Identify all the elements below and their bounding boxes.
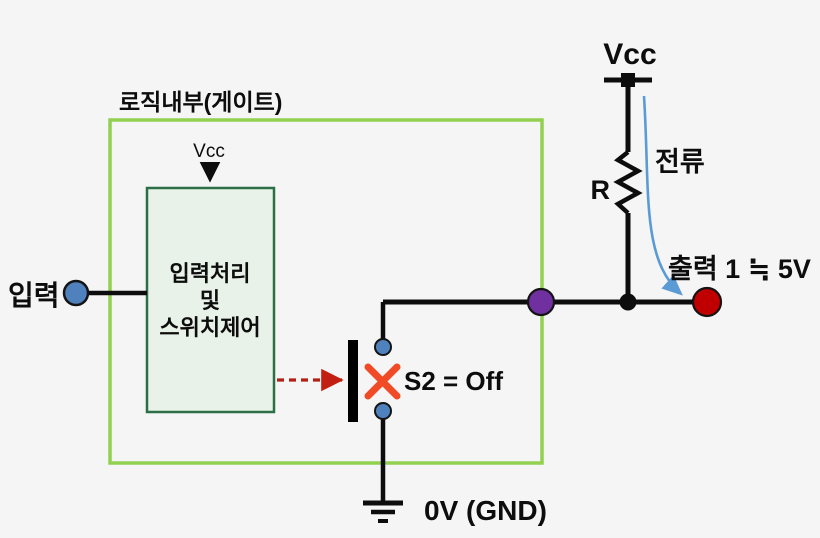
resistor-label: R <box>591 175 611 205</box>
switch-contact-top <box>374 338 392 356</box>
input-label: 입력 <box>8 280 60 311</box>
junction-node-black <box>619 293 637 311</box>
vcc-inner-label: Vcc <box>193 141 225 162</box>
controller-label-line2: 및 <box>200 288 220 313</box>
switch-open-x-icon <box>364 363 401 400</box>
switch-contact-bottom <box>374 402 392 420</box>
input-terminal <box>62 279 90 307</box>
logic-boundary-title: 로직내부(게이트) <box>119 89 282 115</box>
junction-node-purple <box>526 287 556 317</box>
ground-label: 0V (GND) <box>424 495 547 526</box>
current-flow-arrow-icon <box>642 95 683 296</box>
output-label: 출력 1 ≒ 5V <box>668 254 811 284</box>
current-label: 전류 <box>655 147 705 177</box>
vcc-top-label: Vcc <box>603 38 656 71</box>
controller-label-line3: 스위치제어 <box>159 315 260 340</box>
vcc-rail-node <box>621 73 635 87</box>
controller-label-line1: 입력처리 <box>170 261 251 286</box>
output-terminal <box>691 286 723 318</box>
switch-actuator-bar <box>348 340 358 422</box>
resistor-symbol <box>613 150 643 215</box>
switch-state-label: S2 = Off <box>404 366 503 396</box>
controller-box <box>145 186 276 414</box>
